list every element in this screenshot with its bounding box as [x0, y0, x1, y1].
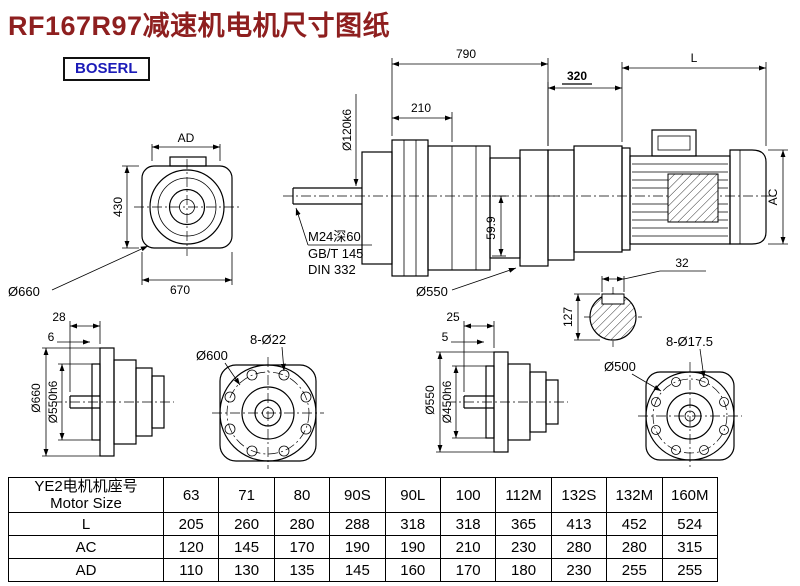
- brand-logo: BOSERL: [63, 57, 150, 81]
- value-cell: 180: [495, 558, 552, 582]
- value-cell: 255: [661, 558, 719, 582]
- value-cell: 318: [384, 512, 441, 536]
- note-m24: M24深60: [308, 229, 361, 244]
- value-cell: 318: [439, 512, 497, 536]
- value-cell: 452: [606, 512, 663, 536]
- label-dia-550: Ø550: [416, 284, 448, 299]
- value-cell: 190: [384, 535, 441, 559]
- label-shaft-dia-120k6: Ø120k6: [340, 109, 354, 151]
- size-col-header: 63: [162, 477, 220, 513]
- label-bolt-circle-500: Ø500: [604, 359, 636, 374]
- table-header-cn: YE2电机机座号: [34, 478, 138, 495]
- size-col-header: 112M: [495, 477, 552, 513]
- dim-28: 28: [52, 310, 66, 324]
- size-col-header: 100: [439, 477, 497, 513]
- value-cell: 230: [495, 535, 552, 559]
- size-col-header: 160M: [661, 477, 719, 513]
- value-cell: 260: [218, 512, 275, 536]
- flange-front-view-1: Ø600 8-Ø22: [196, 332, 324, 469]
- value-cell: 135: [273, 558, 331, 582]
- dim-59-9: 59.9: [484, 216, 498, 240]
- value-cell: 524: [661, 512, 719, 536]
- value-cell: 315: [661, 535, 719, 559]
- note-gbt145: GB/T 145: [308, 246, 363, 261]
- value-cell: 230: [550, 558, 608, 582]
- size-col-header: 90S: [329, 477, 386, 513]
- label-flange2-spigot: Ø450h6: [440, 380, 454, 423]
- value-cell: 280: [273, 512, 331, 536]
- flange-front-view-2: Ø500 8-Ø17.5: [604, 334, 742, 470]
- dim-320: 320: [567, 69, 587, 83]
- value-cell: 288: [329, 512, 386, 536]
- value-cell: 170: [273, 535, 331, 559]
- dim-ad: AD: [178, 131, 195, 145]
- label-holes-8x17-5: 8-Ø17.5: [666, 334, 713, 349]
- table-row-ac: AC 120 145 170 190 190 210 230 280 280 3…: [8, 535, 719, 559]
- label-flange1-spigot: Ø550h6: [46, 380, 60, 423]
- value-cell: 255: [606, 558, 663, 582]
- dim-127: 127: [561, 307, 575, 327]
- dim-32: 32: [675, 256, 689, 270]
- output-shaft-section-view: 127 32: [561, 256, 706, 347]
- label-holes-8x22: 8-Ø22: [250, 332, 286, 347]
- flange-side-view-2: 25 5 Ø550 Ø450h6: [423, 310, 568, 453]
- value-cell: 413: [550, 512, 608, 536]
- value-cell: 120: [162, 535, 220, 559]
- label-flange1-od: Ø660: [29, 383, 43, 413]
- dim-210: 210: [411, 101, 431, 115]
- value-cell: 205: [162, 512, 220, 536]
- table-header-en: Motor Size: [50, 495, 122, 512]
- size-col-header: 132S: [550, 477, 608, 513]
- value-cell: 160: [384, 558, 441, 582]
- size-col-header: 90L: [384, 477, 441, 513]
- value-cell: 190: [329, 535, 386, 559]
- motor-size-table: YE2电机机座号 Motor Size 63 71 80 90S 90L 100…: [8, 477, 719, 582]
- size-col-header: 132M: [606, 477, 663, 513]
- technical-drawing-canvas: AD 430 670 Ø660: [8, 47, 788, 470]
- gearbox-front-view: AD 430 670 Ø660: [8, 131, 240, 299]
- table-header-motor-size: YE2电机机座号 Motor Size: [8, 477, 164, 513]
- value-cell: 280: [550, 535, 608, 559]
- row-label: AD: [8, 558, 164, 582]
- value-cell: 145: [329, 558, 386, 582]
- size-col-header: 71: [218, 477, 275, 513]
- value-cell: 210: [439, 535, 497, 559]
- label-flange2-od: Ø550: [423, 385, 437, 415]
- dim-670: 670: [170, 283, 190, 297]
- gearbox-side-view: 790 210 Ø120k6 M24深60 GB/T 145 DIN 332 5…: [283, 47, 560, 299]
- label-bolt-circle-600: Ø600: [196, 348, 228, 363]
- row-label: AC: [8, 535, 164, 559]
- dim-25: 25: [446, 310, 460, 324]
- dim-430: 430: [111, 197, 125, 217]
- table-row-ad: AD 110 130 135 145 160 170 180 230 255 2…: [8, 558, 719, 582]
- flange-side-view-1: 28 6 Ø660 Ø550h6: [29, 310, 174, 457]
- row-label: L: [8, 512, 164, 536]
- dim-6: 6: [48, 330, 55, 344]
- dim-ac: AC: [766, 188, 780, 205]
- value-cell: 130: [218, 558, 275, 582]
- table-row-l: L 205 260 280 288 318 318 365 413 452 52…: [8, 512, 719, 536]
- value-cell: 280: [606, 535, 663, 559]
- value-cell: 110: [162, 558, 220, 582]
- dim-790: 790: [456, 47, 476, 61]
- value-cell: 170: [439, 558, 497, 582]
- page-title: RF167R97减速机电机尺寸图纸: [8, 11, 391, 41]
- value-cell: 365: [495, 512, 552, 536]
- motor-side-view: AC 320 L: [545, 51, 788, 261]
- label-dia-660: Ø660: [8, 284, 40, 299]
- size-col-header: 80: [273, 477, 331, 513]
- dim-5: 5: [442, 330, 449, 344]
- note-din332: DIN 332: [308, 262, 356, 277]
- dim-l: L: [691, 51, 698, 65]
- value-cell: 145: [218, 535, 275, 559]
